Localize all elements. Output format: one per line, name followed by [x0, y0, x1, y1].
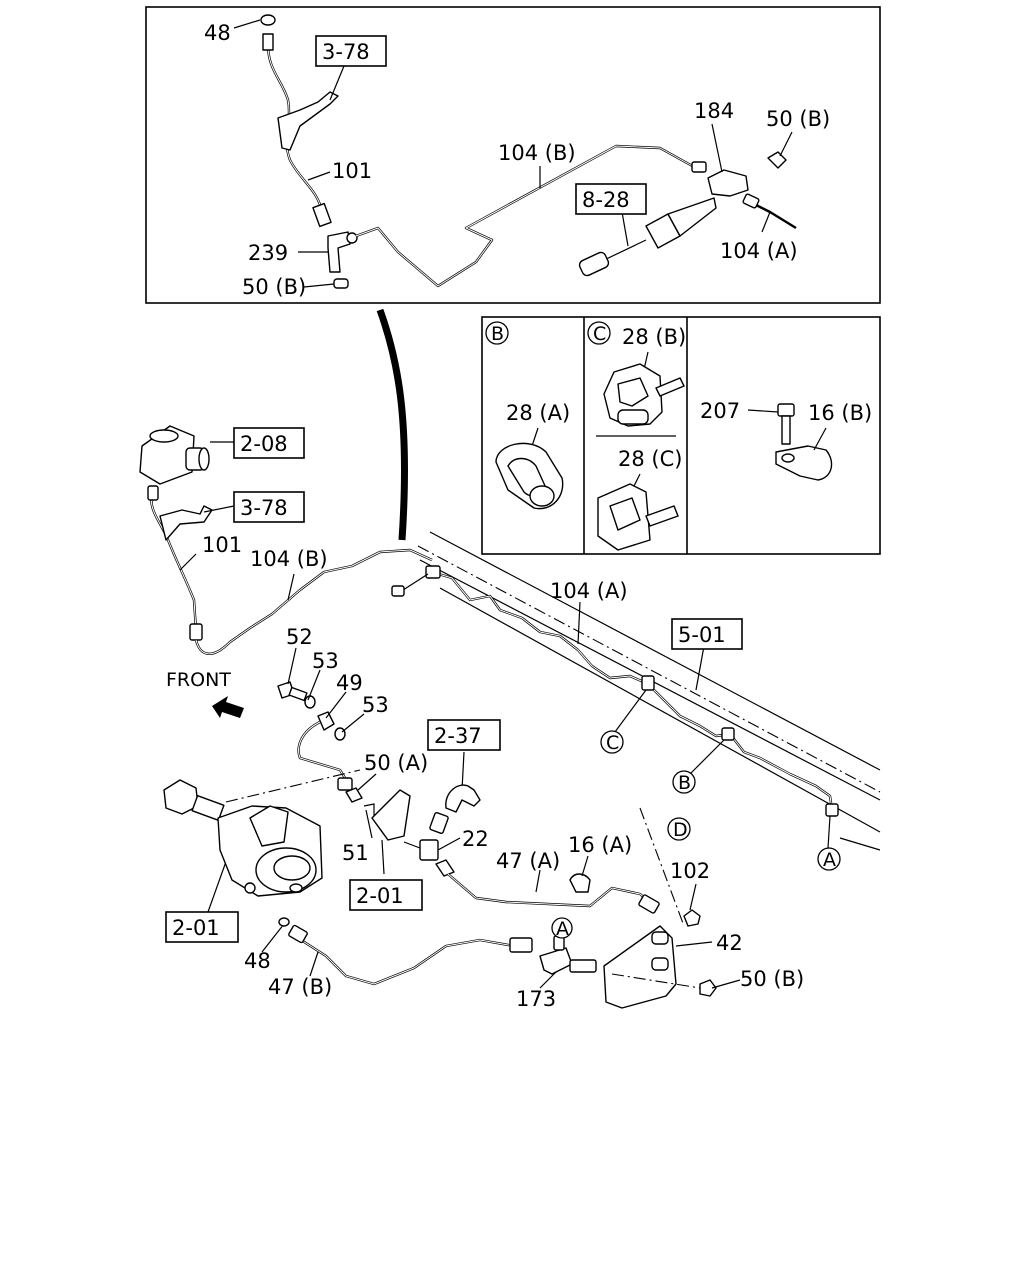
ref-5-01: 5-01: [678, 623, 726, 647]
label-50a: 50 (A): [364, 751, 428, 775]
label-47a: 47 (A): [496, 849, 560, 873]
ref-box-8-28: [575, 183, 647, 215]
label-28c: 28 (C): [618, 447, 682, 471]
clip-detail-frame: [481, 316, 881, 555]
callout-a-fitting-text: A: [556, 918, 569, 940]
callout-d: [667, 817, 691, 841]
callout-c-pipe-text: C: [606, 732, 619, 754]
label-173: 173: [516, 987, 556, 1011]
lower-leaders: [207, 647, 465, 977]
ref-box-2-01-left: [165, 911, 239, 943]
top-inset-frame: [145, 6, 881, 304]
label-49: 49: [336, 671, 363, 695]
label-42: 42: [716, 931, 743, 955]
label-104b-top: 104 (B): [498, 141, 576, 165]
top-inset-pipes: [260, 14, 797, 289]
label-101-top: 101: [332, 159, 372, 183]
label-101-mid: 101: [202, 533, 242, 557]
callout-c-panel: [587, 321, 611, 345]
label-104a-mid: 104 (A): [550, 579, 628, 603]
top-inset-leaders: [233, 19, 793, 288]
clip-28c: [597, 483, 679, 551]
callout-b-panel-text: B: [491, 323, 504, 345]
bolt-52-washers: [277, 681, 346, 741]
label-53-a: 53: [312, 649, 339, 673]
nut-50b-bottom: [699, 979, 717, 997]
label-48-top: 48: [204, 21, 231, 45]
label-239: 239: [248, 241, 288, 265]
callout-c-pipe: [600, 730, 624, 754]
bracket-42: [603, 925, 677, 1009]
ref-3-78-mid: 3-78: [240, 496, 288, 520]
label-22: 22: [462, 827, 489, 851]
ref-2-01-left: 2-01: [172, 916, 220, 940]
label-16b: 16 (B): [808, 401, 872, 425]
tee-173: [539, 935, 597, 975]
label-53-b: 53: [362, 693, 389, 717]
bracket-2-01: [371, 789, 411, 841]
callout-b-pipe-text: B: [678, 772, 691, 794]
ref-2-01-mid: 2-01: [356, 884, 404, 908]
bolt-207-clamp-16b: [775, 403, 833, 481]
clip-16a: [569, 873, 591, 893]
callout-b-panel: [485, 321, 509, 345]
callout-a-pipe: [817, 847, 841, 871]
callout-d-text: D: [673, 819, 688, 841]
ref-box-5-01: [671, 618, 743, 650]
label-104a-top: 104 (A): [720, 239, 798, 263]
master-cylinder: [139, 425, 210, 485]
label-48-bottom: 48: [244, 949, 271, 973]
d-guide-line: [639, 807, 685, 927]
label-28b: 28 (B): [622, 325, 686, 349]
ref-box-2-01-mid: [349, 879, 423, 911]
nut-102: [683, 909, 701, 927]
wheelhouse-arc: [376, 308, 408, 541]
actuator-centerline: [225, 769, 361, 803]
label-52: 52: [286, 625, 313, 649]
callout-c-panel-text: C: [593, 323, 606, 345]
label-102: 102: [670, 859, 710, 883]
main-leaders: [179, 441, 831, 849]
label-50b-bottom: 50 (B): [740, 967, 804, 991]
ref-8-28: 8-28: [582, 188, 630, 212]
ref-box-3-78-top: [315, 35, 387, 67]
hydraulic-actuator: [163, 779, 323, 897]
front-arrow: [212, 696, 244, 718]
label-104b-mid: 104 (B): [250, 547, 328, 571]
label-50b-top-right: 50 (B): [766, 107, 830, 131]
hose-2-37-fitting-22: [403, 784, 481, 877]
label-207: 207: [700, 399, 740, 423]
callout-a-pipe-text: A: [823, 849, 836, 871]
ref-box-2-08: [233, 427, 305, 459]
label-28a: 28 (A): [506, 401, 570, 425]
ref-box-3-78-mid: [233, 491, 305, 523]
label-51: 51: [342, 841, 369, 865]
ref-2-37: 2-37: [434, 724, 482, 748]
ref-3-78-top: 3-78: [322, 40, 370, 64]
clip-28a: [495, 442, 564, 510]
clip-28b: [603, 363, 685, 427]
chassis-frame-rail: [417, 531, 881, 851]
callout-a-fitting: [551, 917, 573, 939]
ref-box-2-37: [427, 719, 501, 751]
label-184: 184: [694, 99, 734, 123]
label-50b-top-left: 50 (B): [242, 275, 306, 299]
callout-b-pipe: [672, 770, 696, 794]
ref-2-08: 2-08: [240, 432, 288, 456]
front-label: FRONT: [166, 669, 231, 691]
label-47b: 47 (B): [268, 975, 332, 999]
label-16a: 16 (A): [568, 833, 632, 857]
